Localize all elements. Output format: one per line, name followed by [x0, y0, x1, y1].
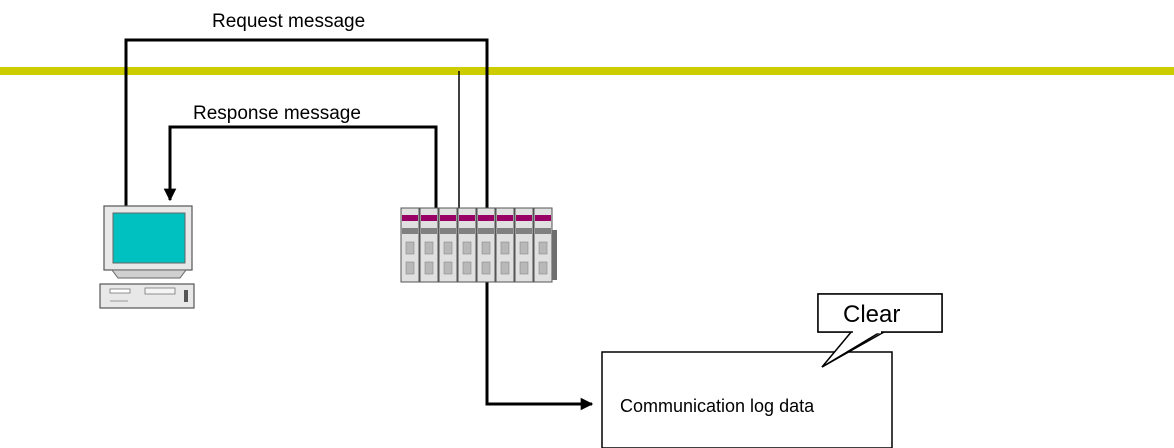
communication-log-label: Communication log data — [620, 396, 815, 416]
plc-module — [400, 207, 420, 283]
request-label: Request message — [212, 11, 365, 32]
personal-computer-icon — [99, 205, 195, 309]
plc-module — [457, 207, 477, 283]
log-write-path — [485, 282, 594, 411]
plc-module — [533, 207, 553, 283]
network-bus — [0, 67, 1174, 75]
plc-module — [476, 207, 496, 283]
plc-rack-icon — [400, 207, 557, 283]
plc-module — [419, 207, 439, 283]
plc-module — [495, 207, 515, 283]
request-path — [124, 38, 489, 292]
clear-callout-box — [817, 293, 943, 333]
clear-callout-label: Clear — [843, 301, 900, 328]
response-label: Response message — [193, 103, 361, 124]
communication-log-box — [601, 351, 893, 448]
plc-module — [438, 207, 458, 283]
response-path — [163, 125, 438, 208]
plc-module — [514, 207, 534, 283]
